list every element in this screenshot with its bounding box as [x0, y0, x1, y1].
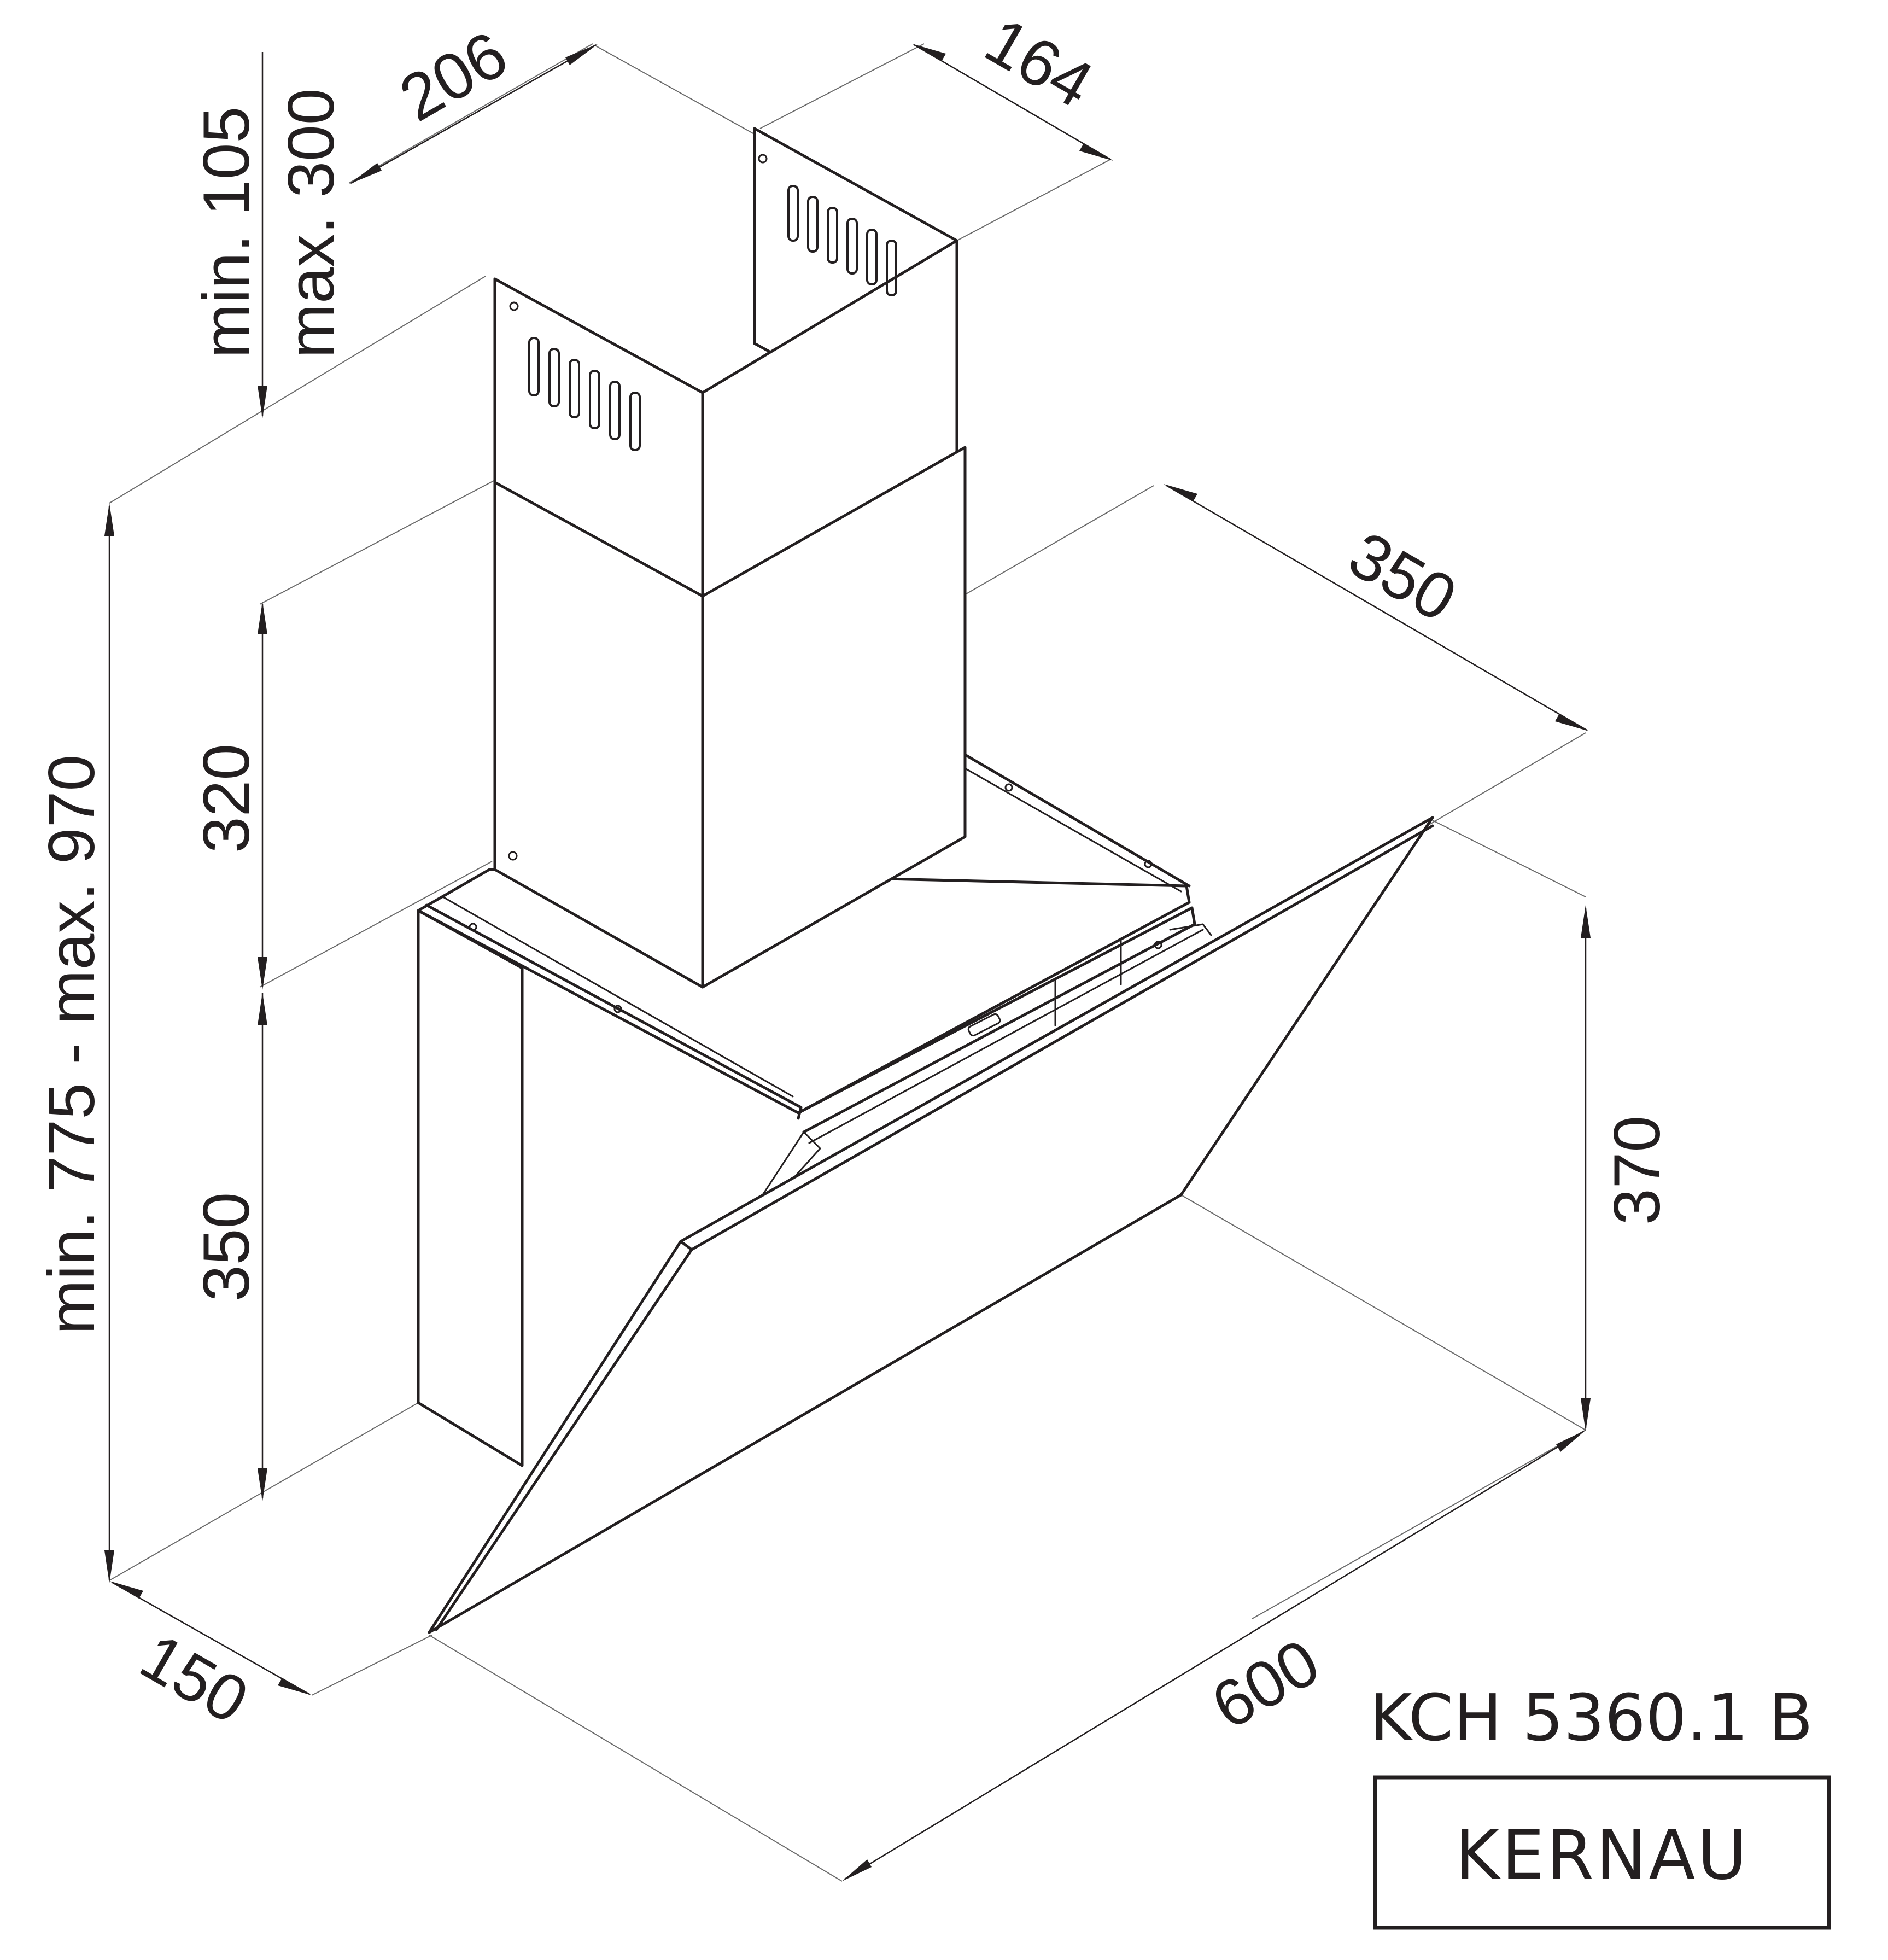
lower-chimney [493, 446, 967, 989]
vent-slots-rear [787, 185, 897, 296]
glass-panel [428, 816, 1434, 1634]
dimension-lines [104, 44, 1591, 1881]
dim-bottom-depth: 150 [128, 1619, 260, 1737]
dim-width: 600 [1200, 1625, 1331, 1743]
dim-chimney-adjust-min: min. 105 [190, 107, 263, 358]
dim-overall-height: min. 775 - max. 970 [35, 755, 108, 1335]
vent-slots-front [528, 337, 641, 451]
brand-box [1373, 1775, 1831, 1930]
model-number: KCH 5360.1 B [1370, 1680, 1813, 1755]
dim-chimney-height: 320 [190, 744, 263, 853]
dim-chimney-adjust-max: max. 300 [274, 88, 348, 358]
brand-logo: KERNAU [1455, 1816, 1749, 1895]
product-label: KCH 5360.1 B KERNAU [1370, 1680, 1831, 1930]
extension-lines [109, 43, 1586, 1882]
mounting-frame [425, 753, 1212, 1204]
dim-chimney-width: 206 [388, 17, 519, 135]
dim-glass-height: 370 [1600, 1116, 1674, 1225]
dim-body-height: 350 [190, 1192, 263, 1302]
dim-chimney-depth: 164 [973, 3, 1104, 121]
upper-chimney [493, 127, 958, 614]
dim-top-depth: 350 [1337, 517, 1468, 635]
